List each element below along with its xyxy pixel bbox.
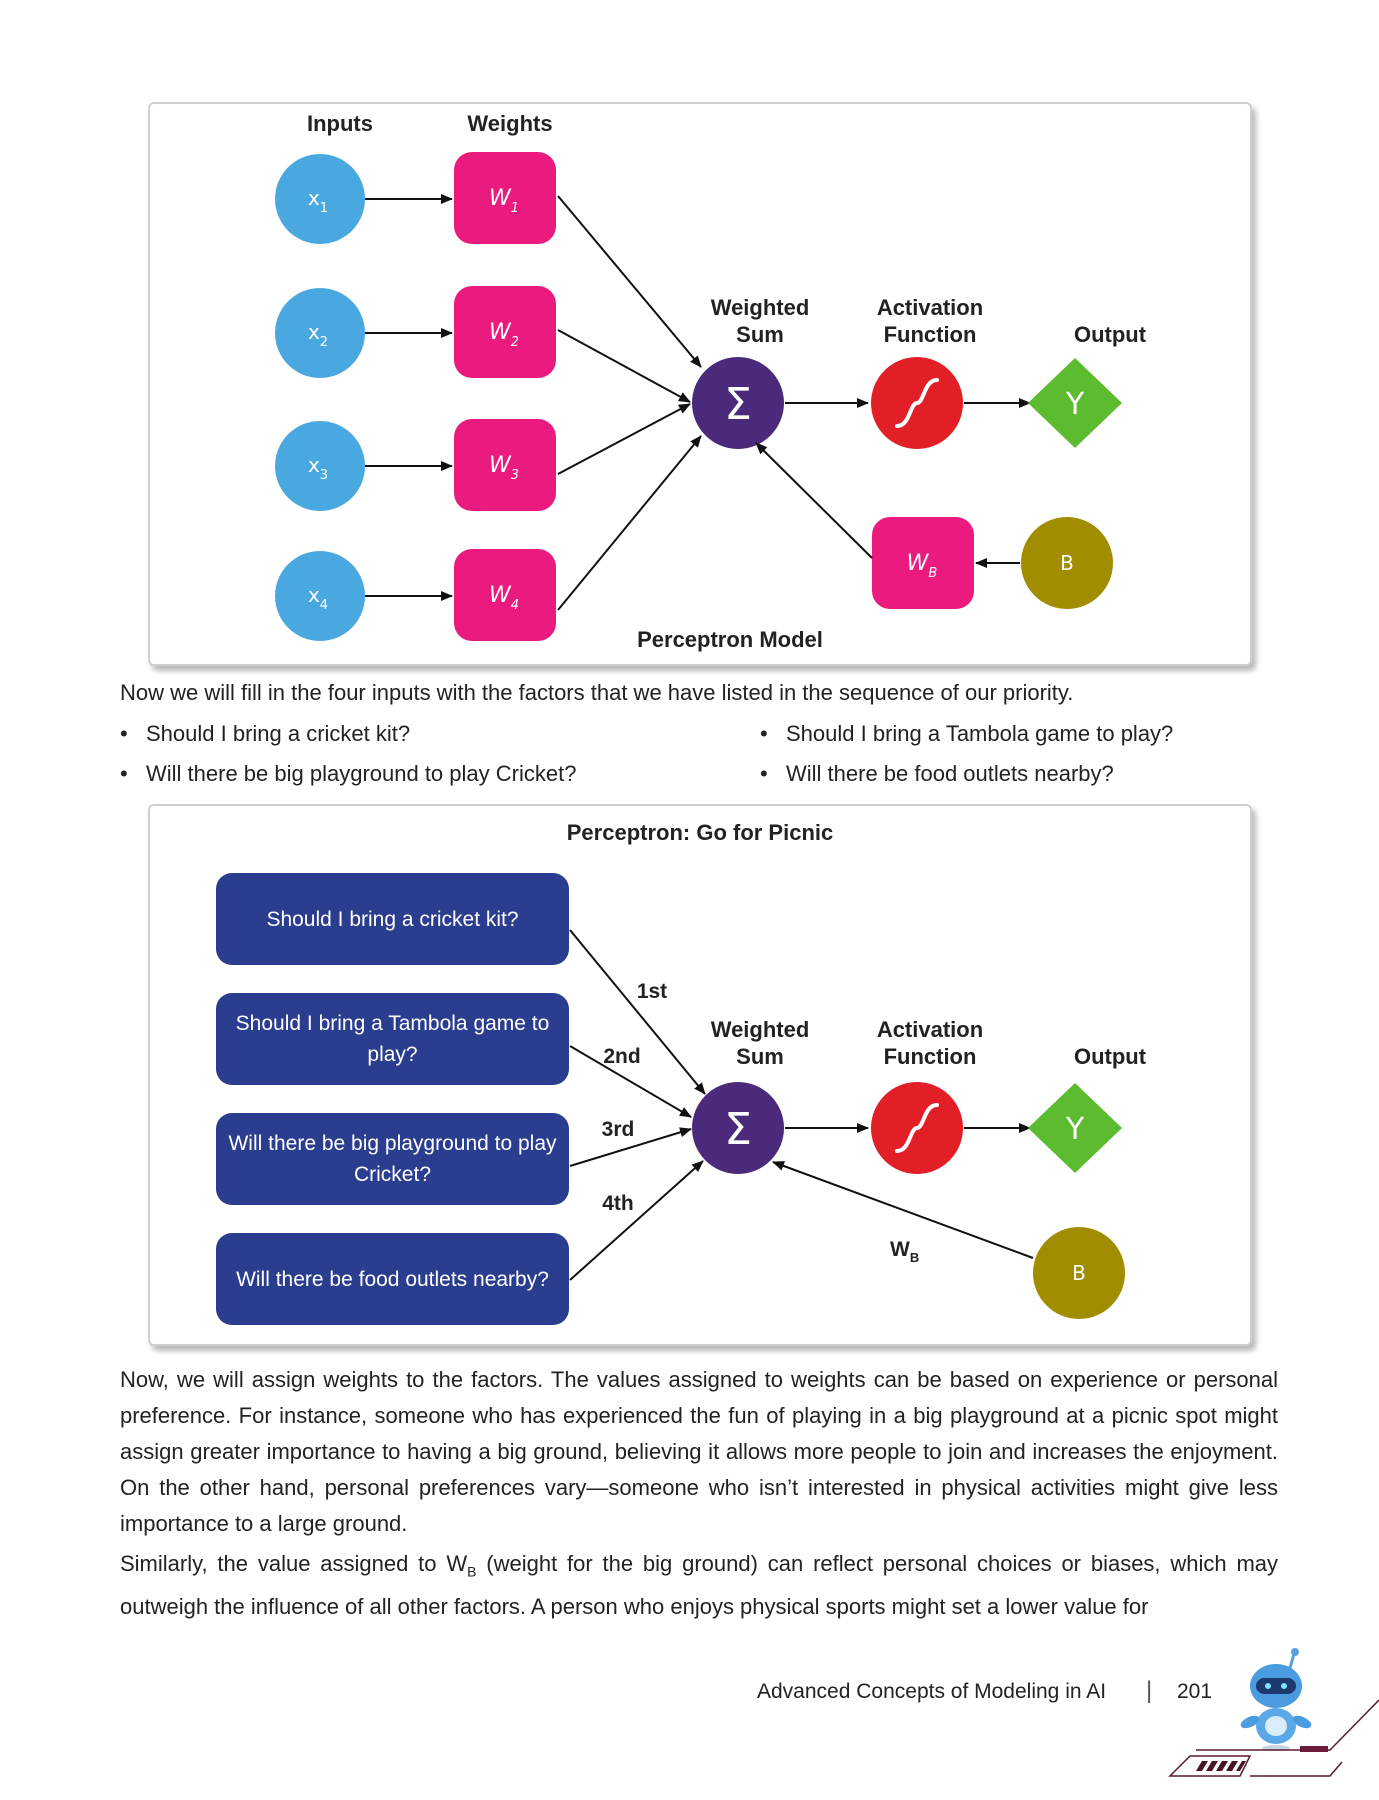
footer-chapter-title: Advanced Concepts of Modeling in AI [757, 1680, 1107, 1703]
weighted-sum-node: Σ [692, 1082, 784, 1174]
weight-node-3: W3 [454, 419, 556, 511]
svg-text:x3: x3 [308, 453, 328, 483]
arrow-q2-sum [569, 1045, 692, 1118]
arrow-q4-sum [569, 1160, 704, 1281]
svg-text:x1: x1 [308, 186, 328, 216]
bullet-item: •Should I bring a Tambola game to play? [760, 721, 1174, 746]
rank-label: 3rd [602, 1118, 635, 1141]
bullet-icon: • [760, 721, 768, 746]
activation-function-node [871, 357, 963, 449]
input-node-4: x4 [275, 551, 365, 641]
inputs-header: Inputs [307, 111, 373, 136]
bias-weight-label: WB [890, 1238, 919, 1265]
svg-text:Σ: Σ [724, 1104, 752, 1155]
svg-text:Y: Y [1065, 387, 1085, 422]
input-node-2: x2 [275, 288, 365, 378]
question-box-food-outlets: Will there be food outlets nearby? [216, 1233, 569, 1325]
arrow-q3-sum [569, 1127, 692, 1167]
bullet-item: •Will there be big playground to play Cr… [120, 761, 577, 786]
svg-text:Σ: Σ [724, 379, 752, 430]
bullet-item: •Will there be food outlets nearby? [760, 761, 1114, 786]
robot-mascot-icon [1168, 1648, 1379, 1777]
picnic-diagram-title: Perceptron: Go for Picnic [566, 820, 834, 845]
intro-paragraph: Now we will fill in the four inputs with… [120, 680, 1074, 705]
perceptron-model-caption: Perceptron Model [637, 627, 823, 652]
footer-separator: | [1146, 1677, 1153, 1704]
weighted-sum-node: Σ [692, 357, 784, 449]
question-box-cricket-kit: Should I bring a cricket kit? [216, 873, 569, 965]
arrow-w1-sum [557, 195, 702, 368]
output-node: Y [1028, 358, 1122, 448]
svg-text:W2: W2 [489, 320, 519, 350]
arrow-w3-sum [557, 403, 691, 475]
arrow-w4-sum [557, 435, 702, 611]
activation-function-node [871, 1082, 963, 1174]
rank-label: 2nd [603, 1045, 640, 1068]
svg-text:x4: x4 [308, 583, 328, 613]
svg-text:B: B [1072, 1261, 1086, 1285]
arrow-q1-sum [569, 929, 706, 1095]
bias-node: B [1033, 1227, 1125, 1319]
weight-node-4: W4 [454, 549, 556, 641]
question-box-playground: Will there be big playground to play Cri… [216, 1113, 569, 1205]
page-number: 201 [1177, 1680, 1213, 1703]
output-node: Y [1028, 1083, 1122, 1173]
svg-text:Y: Y [1065, 1112, 1085, 1147]
picnic-perceptron-diagram: 1st 2nd 3rd 4th Σ Y B WB [569, 929, 1125, 1319]
rank-label: 1st [637, 980, 667, 1003]
weights-paragraph: Now, we will assign weights to the facto… [120, 1367, 1278, 1536]
svg-text:W3: W3 [489, 453, 519, 483]
output-header: Output [1073, 322, 1147, 347]
arrow-bias-sum [772, 1161, 1034, 1259]
output-header: Output [1073, 1044, 1147, 1069]
weight-node-1: W1 [454, 152, 556, 244]
svg-text:B: B [1060, 551, 1074, 575]
bullet-item: •Should I bring a cricket kit? [120, 721, 411, 746]
bias-node: B [1021, 517, 1113, 609]
rank-label: 4th [602, 1192, 634, 1215]
bullet-icon: • [120, 721, 128, 746]
perceptron-model-diagram: x1 x2 x3 x4 W1 W2 W3 [275, 152, 1122, 641]
bullet-icon: • [120, 761, 128, 786]
svg-text:x2: x2 [308, 320, 328, 350]
input-node-3: x3 [275, 421, 365, 511]
sigmoid-icon [895, 378, 939, 428]
weight-node-2: W2 [454, 286, 556, 378]
input-node-1: x1 [275, 154, 365, 244]
arrow-w2-sum [557, 329, 691, 403]
bias-paragraph: Similarly, the value assigned to WB (wei… [120, 1551, 1278, 1620]
bias-weight-node: WB [872, 517, 974, 609]
svg-text:WB: WB [907, 551, 938, 581]
bullet-icon: • [760, 761, 768, 786]
svg-text:W1: W1 [489, 186, 519, 216]
svg-text:W4: W4 [489, 583, 519, 613]
sigmoid-icon [895, 1103, 939, 1153]
question-box-tambola: Should I bring a Tambola game to play? [216, 993, 569, 1085]
weights-header: Weights [467, 111, 553, 136]
arrow-wb-sum [755, 442, 873, 559]
